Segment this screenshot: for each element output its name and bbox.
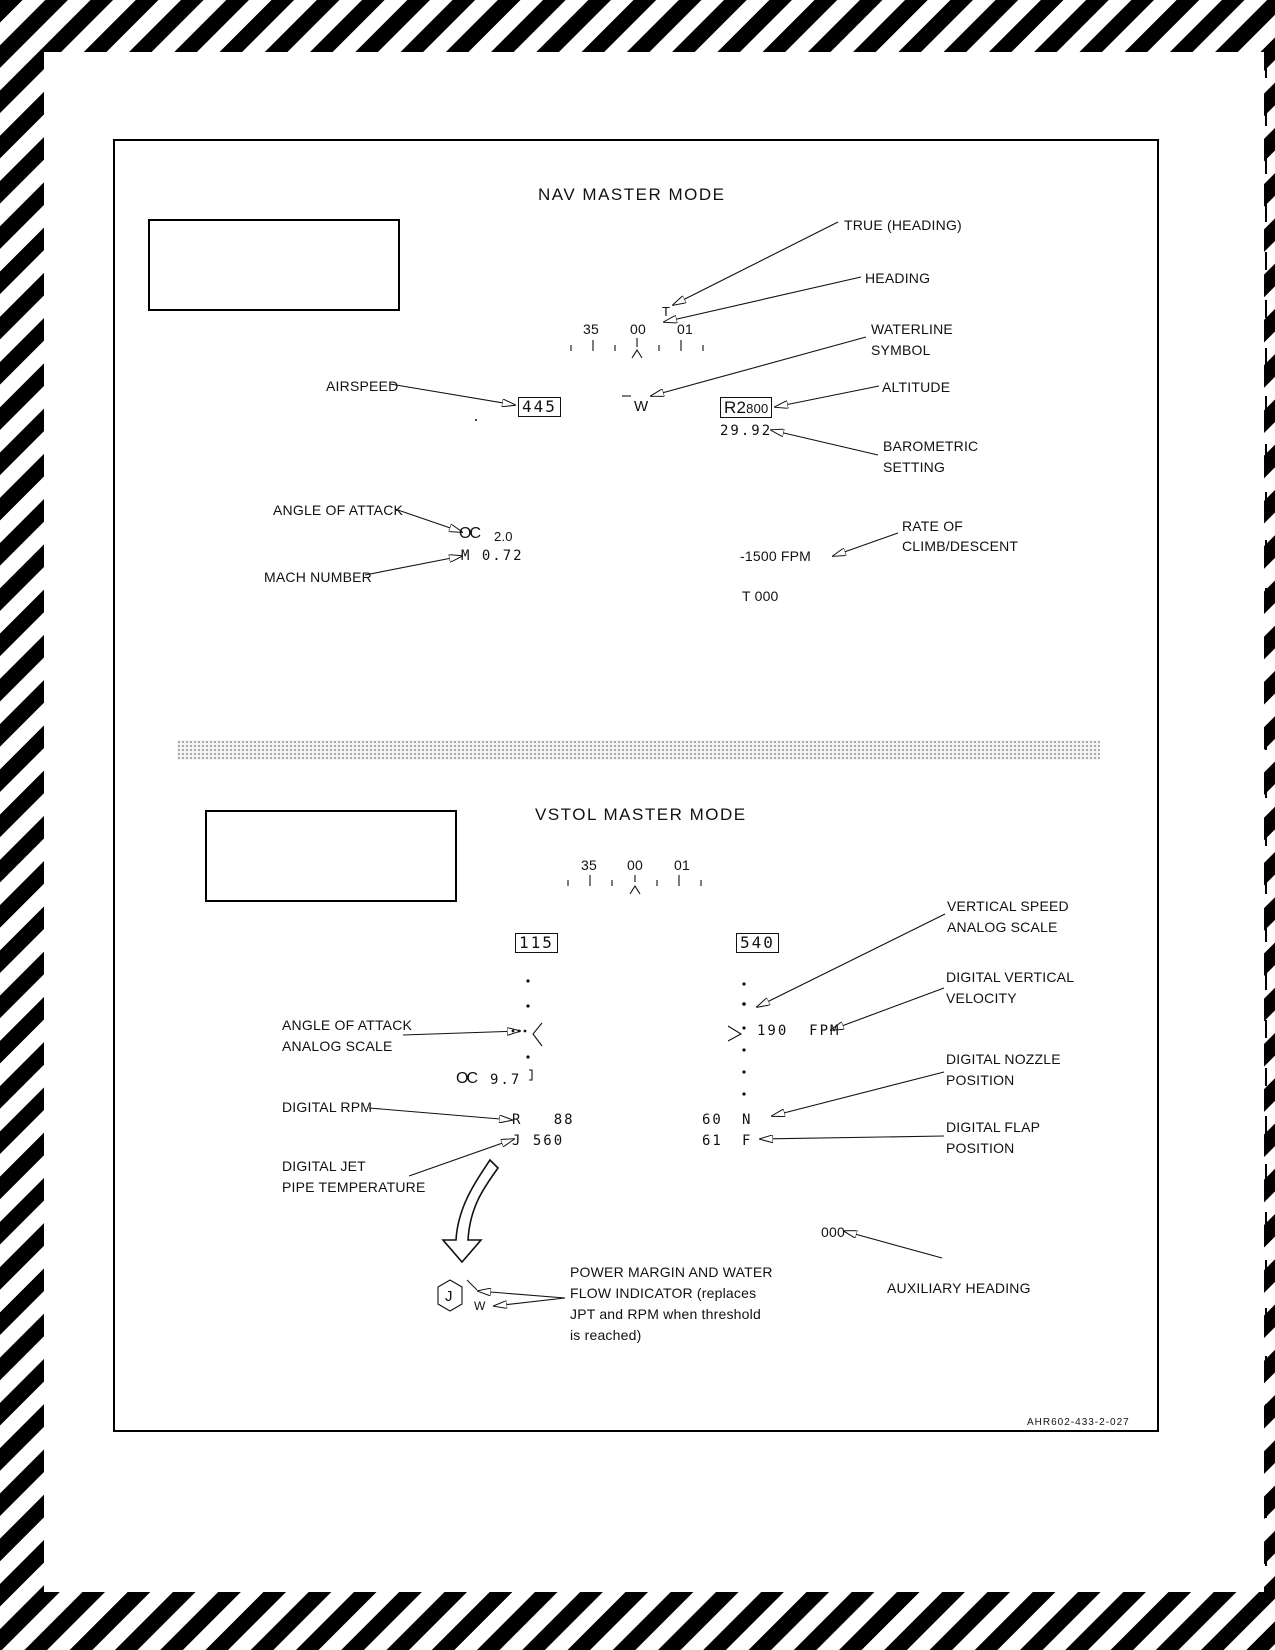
vstol-aoa-symbol: OC xyxy=(456,1070,478,1087)
altitude-box: R2800 xyxy=(720,397,773,418)
nav-heading-tape xyxy=(570,338,704,359)
label-rate-1: RATE OF xyxy=(902,518,964,534)
label-flap-1: DIGITAL FLAP xyxy=(946,1119,1041,1135)
barometric-value: 29.92 xyxy=(720,423,773,439)
vstol-left-box: 115 xyxy=(515,933,558,953)
vstol-heading-35: 35 xyxy=(581,857,597,873)
aoa-scale-end xyxy=(529,1069,533,1081)
label-jpt-2: PIPE TEMPERATURE xyxy=(282,1179,426,1195)
label-dvv-1: DIGITAL VERTICAL xyxy=(946,969,1075,985)
label-airspeed: AIRSPEED xyxy=(326,378,399,394)
label-heading: HEADING xyxy=(865,270,931,286)
section-divider xyxy=(177,740,1100,760)
label-pm-2: FLOW INDICATOR (replaces xyxy=(570,1285,757,1301)
nav-heading-01: 01 xyxy=(677,321,693,337)
scale-dots xyxy=(475,419,746,1096)
label-waterline-1: WATERLINE xyxy=(871,321,953,337)
time-value: T 000 xyxy=(742,588,779,604)
label-baro-2: SETTING xyxy=(883,459,946,475)
label-nozzle-1: DIGITAL NOZZLE xyxy=(946,1051,1061,1067)
aoa-value: 2.0 xyxy=(494,529,513,544)
vertical-velocity-value: 190 FPM xyxy=(757,1023,841,1039)
vstol-heading-01: 01 xyxy=(674,857,690,873)
label-waterline-2: SYMBOL xyxy=(871,342,931,358)
label-dvv-2: VELOCITY xyxy=(946,990,1017,1006)
curved-down-arrow xyxy=(441,1158,500,1264)
airspeed-box: 445 xyxy=(518,397,561,417)
label-vs-2: ANALOG SCALE xyxy=(947,919,1058,935)
label-altitude: ALTITUDE xyxy=(882,379,951,395)
nozzle-value: 60 xyxy=(702,1112,723,1128)
nav-mode-title: NAV MASTER MODE xyxy=(538,185,726,204)
blank-caption-box-nav xyxy=(148,219,400,311)
label-nozzle-2: POSITION xyxy=(946,1072,1015,1088)
label-pm-1: POWER MARGIN AND WATER xyxy=(570,1264,773,1280)
label-baro-1: BAROMETRIC xyxy=(883,438,979,454)
label-mach: MACH NUMBER xyxy=(264,569,372,585)
altitude-value: 800 xyxy=(746,401,769,416)
flap-letter: F xyxy=(742,1133,753,1149)
label-aux-heading: AUXILIARY HEADING xyxy=(887,1280,1031,1296)
vstol-mode-title: VSTOL MASTER MODE xyxy=(535,805,747,824)
label-aoa: ANGLE OF ATTACK xyxy=(273,502,404,518)
jpt-value: J 560 xyxy=(512,1133,565,1149)
true-heading-marker: T xyxy=(662,304,671,319)
altitude-prefix: R2 xyxy=(724,398,747,417)
waterline-letter: W xyxy=(634,398,649,415)
flap-value: 61 xyxy=(702,1133,723,1149)
power-margin-hexagon xyxy=(437,1279,463,1312)
power-margin-j: J xyxy=(445,1288,453,1305)
label-rpm: DIGITAL RPM xyxy=(282,1099,373,1115)
water-flow-w: W xyxy=(474,1299,486,1313)
aoa-scale-caret xyxy=(532,1022,543,1047)
vstol-heading-tape xyxy=(567,875,702,895)
figure-frame xyxy=(113,139,1159,1432)
label-true-heading: TRUE (HEADING) xyxy=(844,217,962,233)
label-flap-2: POSITION xyxy=(946,1140,1015,1156)
label-vs-1: VERTICAL SPEED xyxy=(947,898,1069,914)
aux-heading-value: 000 xyxy=(821,1224,845,1240)
mach-value: M 0.72 xyxy=(461,548,524,564)
blank-caption-box-vstol xyxy=(205,810,457,902)
figure-id: AHR602-433-2-027 xyxy=(1027,1417,1130,1428)
rate-value: -1500 FPM xyxy=(740,548,812,564)
label-rate-2: CLIMB/DESCENT xyxy=(902,538,1019,554)
nav-heading-35: 35 xyxy=(583,321,599,337)
aoa-symbol: OC xyxy=(459,525,481,542)
label-jpt-1: DIGITAL JET xyxy=(282,1158,366,1174)
nav-heading-00: 00 xyxy=(630,321,646,337)
nozzle-letter: N xyxy=(742,1112,753,1128)
label-pm-3: JPT and RPM when threshold xyxy=(570,1306,761,1322)
rpm-value: R 88 xyxy=(512,1112,575,1128)
label-aoa-scale-1: ANGLE OF ATTACK xyxy=(282,1017,413,1033)
vstol-heading-00: 00 xyxy=(627,857,643,873)
vstol-right-box: 540 xyxy=(736,933,779,953)
vstol-aoa-value: 9.7 xyxy=(490,1072,522,1088)
label-aoa-scale-2: ANALOG SCALE xyxy=(282,1038,393,1054)
label-pm-4: is reached) xyxy=(570,1327,642,1343)
vs-scale-caret xyxy=(727,1025,743,1042)
